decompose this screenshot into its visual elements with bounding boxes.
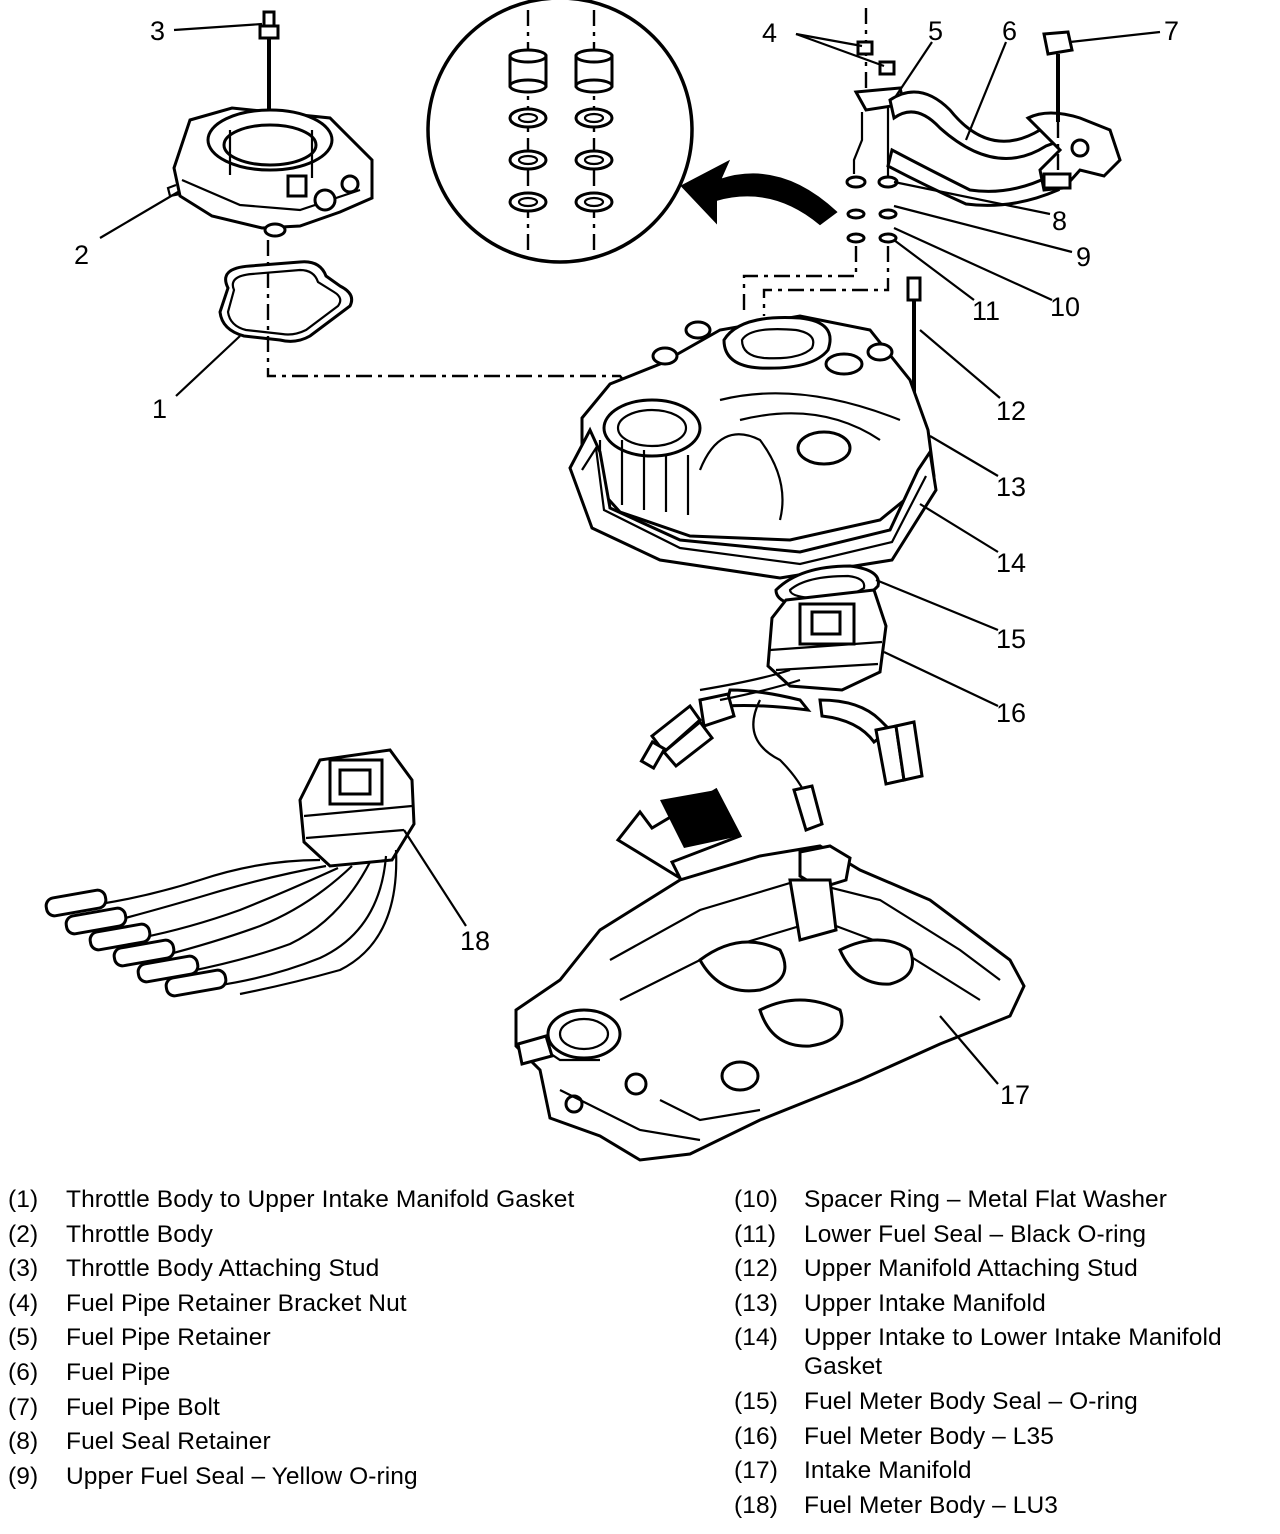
legend-text: Upper Manifold Attaching Stud [804, 1255, 1138, 1283]
legend-number: (2) [8, 1220, 39, 1248]
legend-number: (8) [8, 1428, 39, 1456]
fuel-meter-body-lu3 [44, 748, 416, 998]
legend-item: (12) Upper Manifold Attaching Stud [734, 1254, 1280, 1283]
throttle-body [166, 106, 374, 238]
upper-to-lower-manifold-gasket [568, 426, 938, 580]
leader-lines [99, 22, 1161, 1085]
legend-item: (10) Spacer Ring – Metal Flat Washer [734, 1185, 1280, 1214]
fuel-meter-body-l35 [639, 588, 924, 832]
legend-item: (9) Upper Fuel Seal – Yellow O-ring [8, 1462, 698, 1491]
callout-15: 15 [996, 624, 1026, 654]
direction-arrow [615, 787, 743, 883]
legend-text: Throttle Body to Upper Intake Manifold G… [66, 1186, 575, 1213]
callout-3: 3 [150, 16, 165, 46]
legend-text: Fuel Seal Retainer [66, 1428, 271, 1456]
legend-item: (1) Throttle Body to Upper Intake Manifol… [8, 1185, 698, 1214]
exploded-view-diagram: 1 2 3 4 5 6 7 8 9 10 11 12 13 14 15 16 1… [44, 0, 1179, 1162]
callout-14: 14 [996, 548, 1026, 578]
magnify-arrow [680, 159, 838, 226]
legend-text: Fuel Meter Body – LU3 [804, 1491, 1059, 1519]
legend-item: (6) Fuel Pipe [8, 1358, 698, 1387]
legend-item: (2) Throttle Body [8, 1220, 698, 1249]
legend-item: (17) Intake Manifold [734, 1456, 1280, 1485]
legend-number: (5) [8, 1324, 39, 1352]
legend-number: (11) [734, 1220, 777, 1248]
legend-text: Spacer Ring – Metal Flat Washer [804, 1186, 1168, 1213]
legend-item: (13) Upper Intake Manifold [734, 1289, 1280, 1318]
legend-column-right: (10) Spacer Ring – Metal Flat Washer (11)… [734, 1185, 1280, 1525]
callout-12: 12 [996, 396, 1026, 426]
intake-manifold [514, 844, 1026, 1162]
legend-number: (15) [734, 1387, 778, 1415]
callout-10: 10 [1050, 292, 1080, 322]
legend-text: Intake Manifold [804, 1457, 972, 1485]
legend-item: (5) Fuel Pipe Retainer [8, 1323, 698, 1352]
callout-8: 8 [1052, 206, 1067, 236]
legend-text: Fuel Pipe Retainer [66, 1324, 271, 1352]
callout-11: 11 [972, 296, 1000, 326]
legend-item: (3) Throttle Body Attaching Stud [8, 1254, 698, 1283]
legend-number: (16) [734, 1422, 778, 1450]
upper-intake-manifold [580, 314, 936, 542]
fuel-pipe-assembly [742, 8, 1122, 316]
legend-number: (6) [8, 1358, 39, 1386]
callout-13: 13 [996, 472, 1026, 502]
legend-text: Lower Fuel Seal – Black O-ring [804, 1220, 1147, 1248]
legend-text: Fuel Pipe Retainer Bracket Nut [66, 1289, 407, 1317]
fuel-pipe-bolt [1042, 30, 1074, 176]
inset-magnified-seals [426, 0, 694, 264]
legend-item: (11) Lower Fuel Seal – Black O-ring [734, 1220, 1280, 1249]
legend-text: Throttle Body Attaching Stud [66, 1255, 380, 1283]
legend-number: (4) [8, 1289, 39, 1317]
parts-legend: (1) Throttle Body to Upper Intake Manifol… [0, 1185, 1280, 1530]
legend-item: (4) Fuel Pipe Retainer Bracket Nut [8, 1289, 698, 1318]
callout-4: 4 [762, 18, 777, 48]
callout-5: 5 [928, 16, 943, 46]
legend-text: Throttle Body [66, 1220, 214, 1248]
callout-labels: 1 2 3 4 5 6 7 8 9 10 11 12 13 14 15 16 1… [74, 16, 1179, 1110]
legend-text: Upper Intake Manifold [804, 1289, 1046, 1317]
legend-number: (1) [8, 1186, 39, 1213]
legend-number: (3) [8, 1255, 39, 1283]
legend-number: (17) [734, 1457, 778, 1485]
callout-17: 17 [1000, 1080, 1030, 1110]
legend-number: (12) [734, 1255, 778, 1283]
callout-2: 2 [74, 240, 89, 270]
legend-number: (14) [734, 1324, 778, 1352]
legend-item: (8) Fuel Seal Retainer [8, 1427, 698, 1456]
callout-1: 1 [152, 394, 167, 424]
legend-column-left: (1) Throttle Body to Upper Intake Manifol… [8, 1185, 698, 1496]
legend-item: (15) Fuel Meter Body Seal – O-ring [734, 1387, 1280, 1416]
callout-16: 16 [996, 698, 1026, 728]
throttle-body-stud [258, 10, 280, 118]
legend-number: (9) [8, 1462, 39, 1490]
callout-18: 18 [460, 926, 490, 956]
legend-text: Fuel Pipe Bolt [66, 1393, 220, 1421]
legend-text: Fuel Meter Body – L35 [804, 1422, 1054, 1450]
legend-text: Upper Intake to Lower Intake Manifold Ga… [804, 1324, 1222, 1381]
callout-9: 9 [1076, 242, 1091, 272]
legend-number: (7) [8, 1393, 39, 1421]
throttle-body-gasket [218, 260, 354, 343]
callout-7: 7 [1164, 16, 1179, 46]
legend-item: (7) Fuel Pipe Bolt [8, 1393, 698, 1422]
legend-item: (16) Fuel Meter Body – L35 [734, 1422, 1280, 1451]
callout-6: 6 [1002, 16, 1017, 46]
legend-text: Fuel Pipe [66, 1358, 171, 1386]
legend-item: (14) Upper Intake to Lower Intake Manifol… [734, 1323, 1280, 1381]
legend-text: Fuel Meter Body Seal – O-ring [804, 1387, 1138, 1415]
legend-text: Upper Fuel Seal – Yellow O-ring [66, 1462, 418, 1490]
legend-number: (10) [734, 1186, 778, 1213]
legend-number: (18) [734, 1491, 778, 1519]
legend-number: (13) [734, 1289, 778, 1317]
legend-item: (18) Fuel Meter Body – LU3 [734, 1491, 1280, 1520]
